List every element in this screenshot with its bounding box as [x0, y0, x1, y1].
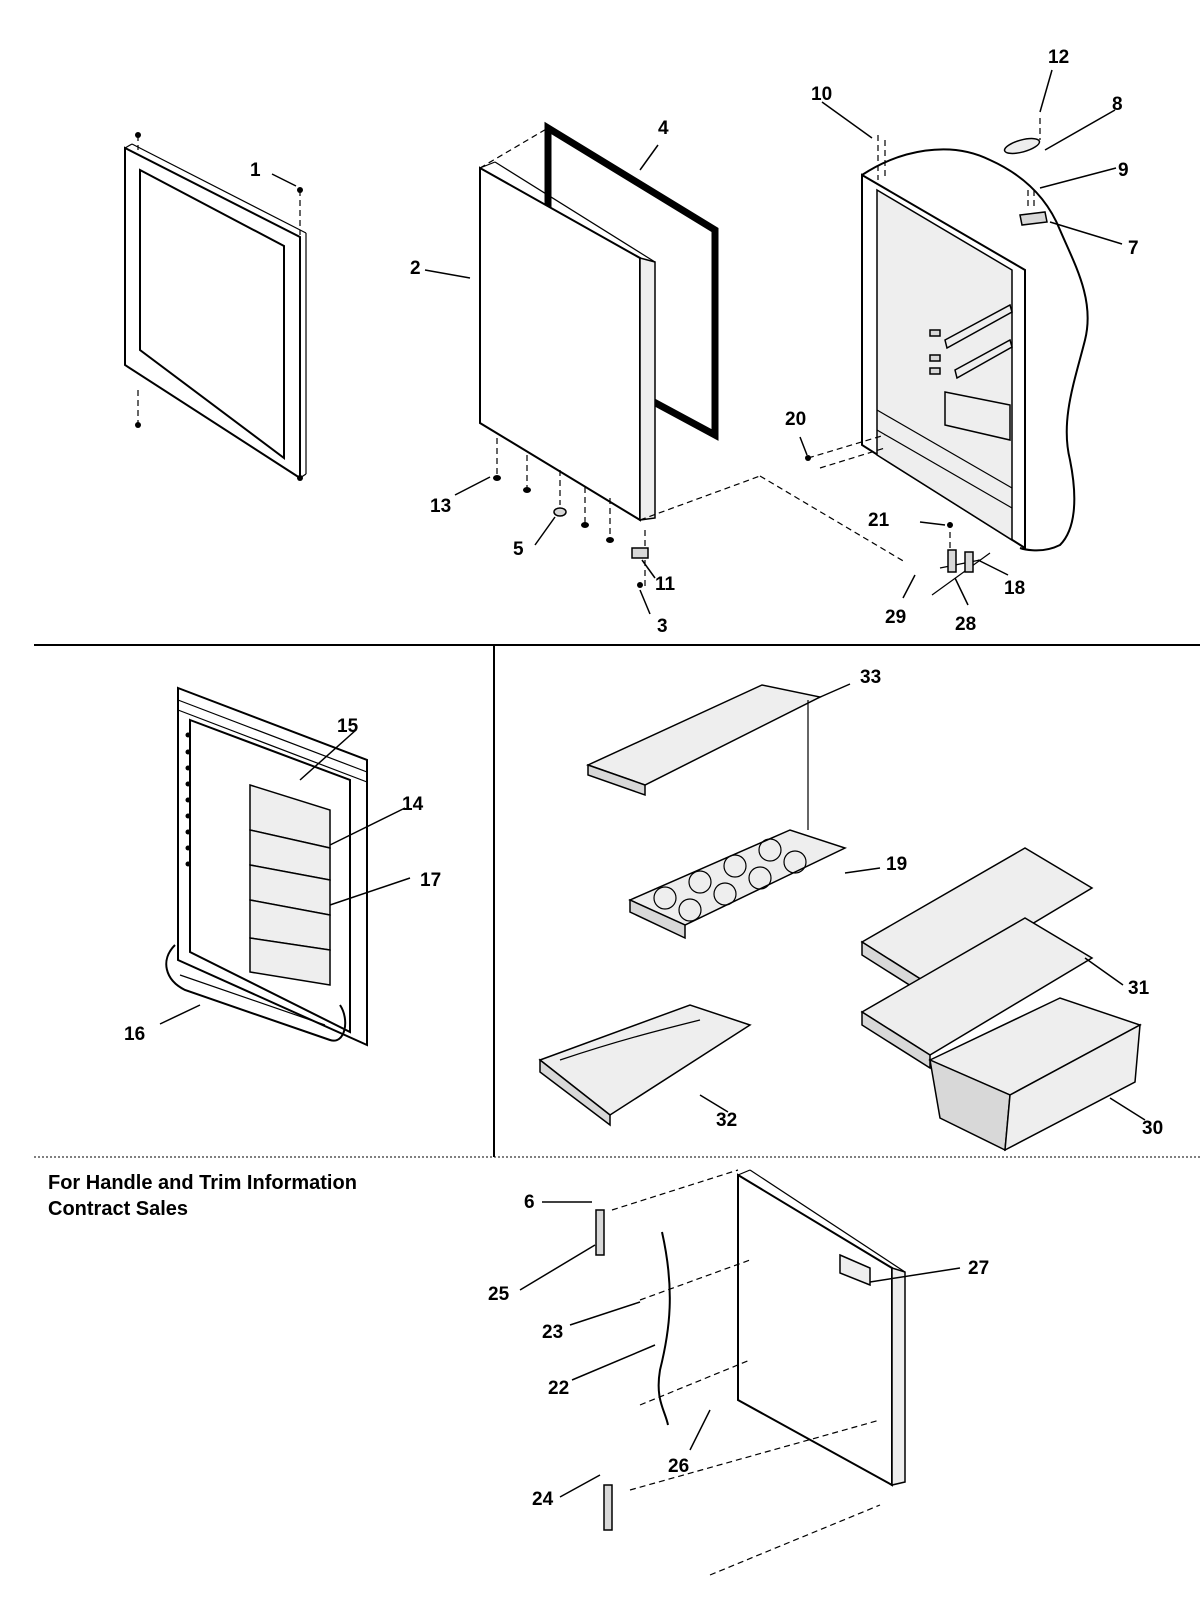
- label-8: 8: [1112, 94, 1123, 115]
- note-line-1: For Handle and Trim Information: [48, 1172, 357, 1194]
- label-27: 27: [968, 1258, 989, 1279]
- label-13: 13: [430, 496, 451, 517]
- handle-trim-part: [595, 1169, 906, 1576]
- label-21: 21: [868, 510, 890, 531]
- label-22: 22: [548, 1378, 569, 1399]
- label-33: 33: [860, 667, 881, 688]
- label-25: 25: [488, 1284, 510, 1305]
- label-4: 4: [658, 118, 669, 139]
- label-2: 2: [410, 258, 421, 279]
- label-28: 28: [955, 614, 976, 635]
- door-frame-part: [124, 132, 307, 481]
- label-12: 12: [1048, 47, 1069, 68]
- label-3: 3: [657, 616, 668, 637]
- label-26: 26: [668, 1456, 689, 1477]
- label-10: 10: [811, 84, 832, 105]
- door-panel-part: [479, 121, 906, 590]
- note-line-2: Contract Sales: [48, 1198, 189, 1220]
- part-labels: 1 2 3 4 5 6 7 8 9 10 11 12 13 14 15 16 1…: [124, 47, 1163, 1510]
- label-1: 1: [250, 160, 261, 181]
- handle-trim-note: For Handle and Trim Information Contract…: [48, 1170, 357, 1222]
- label-17: 17: [420, 870, 441, 891]
- label-16: 16: [124, 1024, 145, 1045]
- label-7: 7: [1128, 238, 1139, 259]
- label-5: 5: [513, 539, 524, 560]
- label-24: 24: [532, 1489, 554, 1510]
- section-dividers: [34, 644, 1200, 1158]
- label-23: 23: [542, 1322, 563, 1343]
- label-19: 19: [886, 854, 907, 875]
- label-15: 15: [337, 716, 359, 737]
- label-9: 9: [1118, 160, 1129, 181]
- label-31: 31: [1128, 978, 1150, 999]
- accessories-part: [538, 684, 1142, 1152]
- label-32: 32: [716, 1110, 737, 1131]
- label-14: 14: [402, 794, 424, 815]
- label-29: 29: [885, 607, 906, 628]
- label-11: 11: [655, 574, 676, 595]
- cabinet-part: [805, 118, 1089, 596]
- label-30: 30: [1142, 1118, 1163, 1139]
- label-20: 20: [785, 409, 806, 430]
- label-6: 6: [524, 1192, 535, 1213]
- door-interior-part: [165, 686, 368, 1047]
- label-18: 18: [1004, 578, 1025, 599]
- leader-arrows: [159, 69, 1146, 1498]
